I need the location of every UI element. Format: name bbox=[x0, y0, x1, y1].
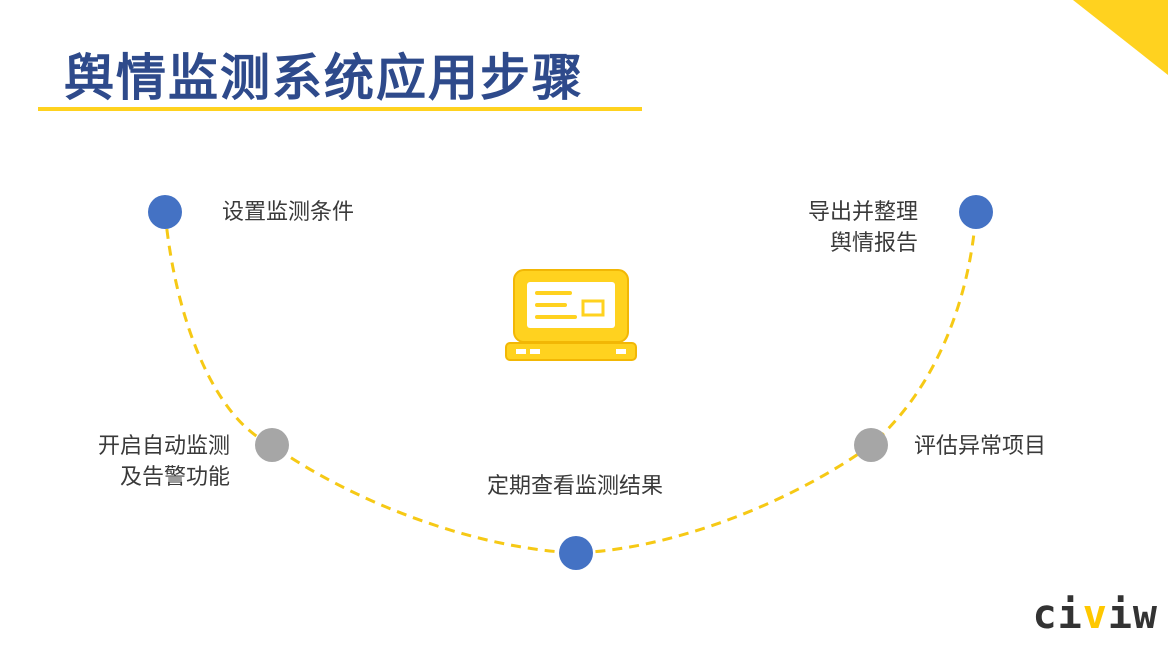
step-label-1: 设置监测条件 bbox=[222, 200, 355, 225]
step-dot-5 bbox=[959, 195, 993, 229]
step-label-5: 导出并整理 舆情报告 bbox=[807, 200, 918, 256]
brand-logo: civiw bbox=[1032, 592, 1158, 638]
step-label-2: 开启自动监测 及告警功能 bbox=[97, 434, 230, 490]
page-title: 舆情监测系统应用步骤 bbox=[64, 49, 584, 107]
step-dot-4 bbox=[854, 428, 888, 462]
step-dot-3 bbox=[559, 536, 593, 570]
laptop-icon bbox=[505, 269, 637, 361]
step-label-3: 定期查看监测结果 bbox=[486, 474, 663, 499]
process-arc bbox=[163, 211, 978, 555]
step-dot-2 bbox=[255, 428, 289, 462]
step-dot-1 bbox=[148, 195, 182, 229]
step-label-4: 评估异常项目 bbox=[914, 434, 1047, 459]
title-underline bbox=[38, 107, 642, 111]
corner-triangle-decoration bbox=[1073, 0, 1168, 75]
